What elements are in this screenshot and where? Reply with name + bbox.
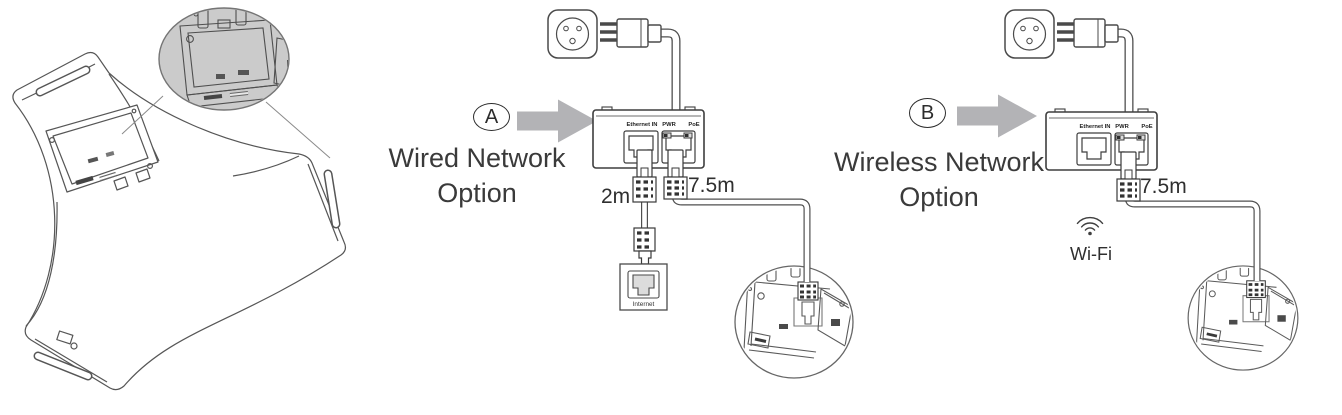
power-plug-b xyxy=(1057,18,1119,48)
poe-label-b: PoE xyxy=(1141,124,1152,130)
option-a-title-line1: Wired Network xyxy=(388,143,566,173)
power-cable-a xyxy=(660,28,681,112)
option-b-letter: B xyxy=(920,102,935,124)
pwr-label-a: PWR xyxy=(662,122,676,128)
phone-connection-detail-a xyxy=(735,260,853,378)
option-b-arrow-icon xyxy=(957,94,1037,138)
rj45-connector-poe-b xyxy=(1116,151,1141,202)
option-b-title-line2: Option xyxy=(899,182,979,212)
cable-length-7-5m-label-a: 7.5m xyxy=(688,174,735,197)
internet-wall-port: Internet xyxy=(619,263,668,311)
option-a-badge: A xyxy=(473,103,510,131)
poe-injector-b: Ethernet IN PWR PoE xyxy=(1045,108,1158,171)
option-a-title-line2: Option xyxy=(437,178,517,208)
ethernet-in-label-a: Ethernet IN xyxy=(627,122,658,128)
phone-body-outline xyxy=(12,51,347,391)
ethernet-in-label-b: Ethernet IN xyxy=(1080,124,1111,130)
option-b-badge: B xyxy=(909,98,946,128)
phone-foot-bars xyxy=(33,65,341,381)
power-plug-a xyxy=(600,18,662,48)
pwr-label-b: PWR xyxy=(1115,124,1129,130)
power-cable-b xyxy=(1117,28,1134,114)
option-b-title: Wireless Network Option xyxy=(828,145,1050,215)
phone-connection-detail-b xyxy=(1188,260,1298,370)
option-b-title-line1: Wireless Network xyxy=(833,147,1045,177)
status-leds-b xyxy=(1115,134,1146,141)
option-a-title: Wired Network Option xyxy=(372,141,582,211)
rj45-connector-internet xyxy=(633,227,656,265)
cable-length-2m-label: 2m xyxy=(601,185,631,208)
status-leds-a xyxy=(662,132,693,139)
option-a-arrow-icon xyxy=(517,99,597,143)
wall-socket-a xyxy=(547,9,598,59)
rj45-connector-ethernet-in-a xyxy=(632,149,657,203)
rj45-connector-poe-a xyxy=(663,149,688,200)
magnifier-circle xyxy=(158,7,290,111)
wall-socket-b xyxy=(1004,9,1055,59)
ethernet-in-port-b xyxy=(1076,132,1112,166)
cable-length-7-5m-label-b: 7.5m xyxy=(1140,175,1187,198)
wifi-label: Wi-Fi xyxy=(1070,244,1112,264)
poe-label-a: PoE xyxy=(688,122,699,128)
internet-port-label: Internet xyxy=(633,301,655,308)
magnifier-leader-lines xyxy=(121,95,331,159)
option-a-letter: A xyxy=(484,106,499,128)
wifi-icon xyxy=(1076,216,1104,236)
conference-phone-illustration xyxy=(12,51,347,391)
